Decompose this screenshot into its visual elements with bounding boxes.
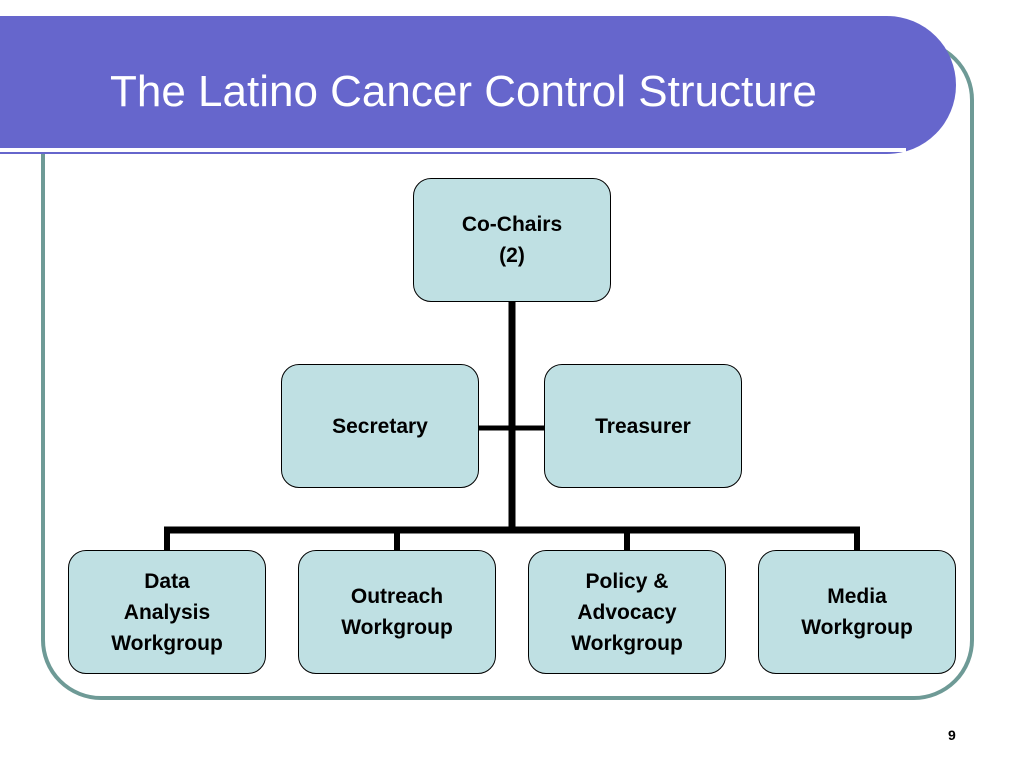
media-workgroup-box: Media Workgroup [758,550,956,674]
treasurer-box: Treasurer [544,364,742,488]
co-chairs-box: Co-Chairs (2) [413,178,611,302]
outreach-workgroup-box: Outreach Workgroup [298,550,496,674]
secretary-box: Secretary [281,364,479,488]
page-number: 9 [948,727,956,743]
title-banner: The Latino Cancer Control Structure [0,16,956,154]
title-underline [0,148,906,152]
slide-title: The Latino Cancer Control Structure [110,67,817,116]
data-analysis-workgroup-box: Data Analysis Workgroup [68,550,266,674]
policy-advocacy-workgroup-box: Policy & Advocacy Workgroup [528,550,726,674]
